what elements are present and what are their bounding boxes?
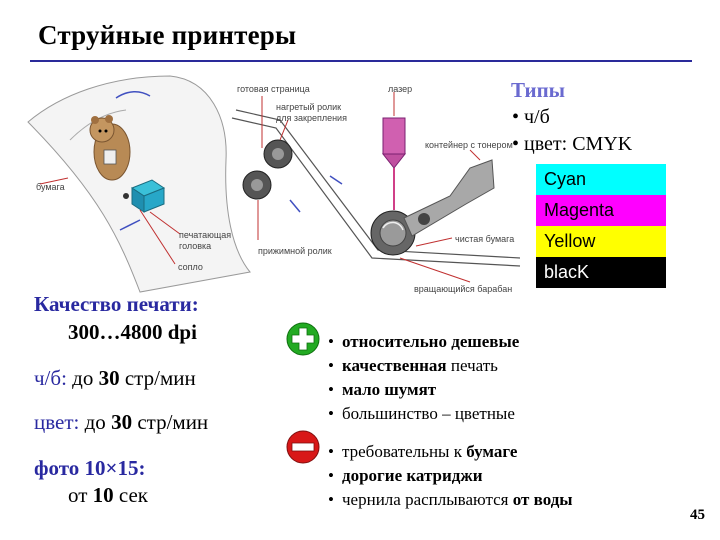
speed-color-unit: стр/мин [137, 410, 209, 434]
pros-item: мало шумят [328, 378, 519, 402]
types-title: Типы [511, 78, 566, 102]
cmyk-swatch-cyan: Cyan [536, 164, 666, 195]
label-paper: бумага [36, 182, 65, 192]
cmyk-swatch-yellow: Yellow [536, 226, 666, 257]
cons-list: требовательны к бумаге дорогие катриджи … [328, 440, 573, 512]
type-item-bw: • ч/б [512, 106, 550, 128]
photo-title: фото 10×15: [34, 456, 146, 480]
label-print-head-2: головка [179, 241, 212, 251]
photo-number: 10 [92, 483, 114, 507]
label-laser: лазер [388, 84, 413, 94]
title-divider [30, 60, 692, 62]
rotating-drum-icon [370, 210, 416, 256]
cmyk-swatch-black: blacK [536, 257, 666, 288]
label-toner-container: контейнер с тонером [425, 140, 513, 150]
speed-bw-label: ч/б: [34, 366, 67, 390]
speed-bw-pre: до [72, 366, 94, 390]
label-finished-page: готовая страница [237, 84, 310, 94]
speed-color-label: цвет: [34, 410, 80, 434]
heated-roller-icon [263, 139, 293, 169]
label-heated-roller-1: нагретый ролик [276, 102, 342, 112]
pros-list: относительно дешевые качественная печать… [328, 330, 519, 426]
slide-title: Струйные принтеры [38, 20, 297, 50]
pressure-roller-icon [242, 170, 272, 200]
printer-mechanism-diagram [27, 75, 521, 293]
bear-picture-icon [89, 115, 131, 181]
speed-bw-number: 30 [98, 366, 120, 390]
page-number: 45 [690, 507, 705, 523]
plus-icon [286, 322, 320, 356]
label-clean-paper: чистая бумага [455, 234, 515, 244]
label-pressure-roller: прижимной ролик [258, 246, 332, 256]
photo-value: от 10 сек [68, 483, 148, 508]
cmyk-swatch-magenta: Magenta [536, 195, 666, 226]
cons-item: требовательны к бумаге [328, 440, 573, 464]
speed-color: цвет: до 30 стр/мин [34, 410, 208, 435]
photo-pre: от [68, 483, 88, 507]
label-rotating-drum: вращающийся барабан [414, 284, 513, 294]
toner-container-icon [403, 159, 495, 237]
speed-color-pre: до [84, 410, 106, 434]
laser-icon [381, 117, 407, 210]
label-nozzle: сопло [178, 262, 203, 272]
type-item-color: • цвет: CMYK [512, 133, 633, 155]
pros-item: качественная печать [328, 354, 519, 378]
pros-item: относительно дешевые [328, 330, 519, 354]
speed-bw-unit: стр/мин [124, 366, 196, 390]
paper-sheet-shape [27, 75, 251, 293]
pros-item: большинство – цветные [328, 402, 519, 426]
quality-title: Качество печати: [34, 292, 199, 316]
minus-icon [286, 430, 320, 464]
print-head-icon [123, 179, 166, 213]
cons-item: дорогие катриджи [328, 464, 573, 488]
speed-color-number: 30 [111, 410, 133, 434]
paper-path-line [235, 109, 521, 259]
label-print-head-1: печатающая [179, 230, 232, 240]
cons-item: чернила расплываются от воды [328, 488, 573, 512]
speed-bw: ч/б: до 30 стр/мин [34, 366, 196, 391]
quality-value: 300…4800 dpi [68, 320, 197, 344]
photo-unit: сек [118, 483, 149, 507]
label-heated-roller-2: для закрепления [276, 113, 347, 123]
